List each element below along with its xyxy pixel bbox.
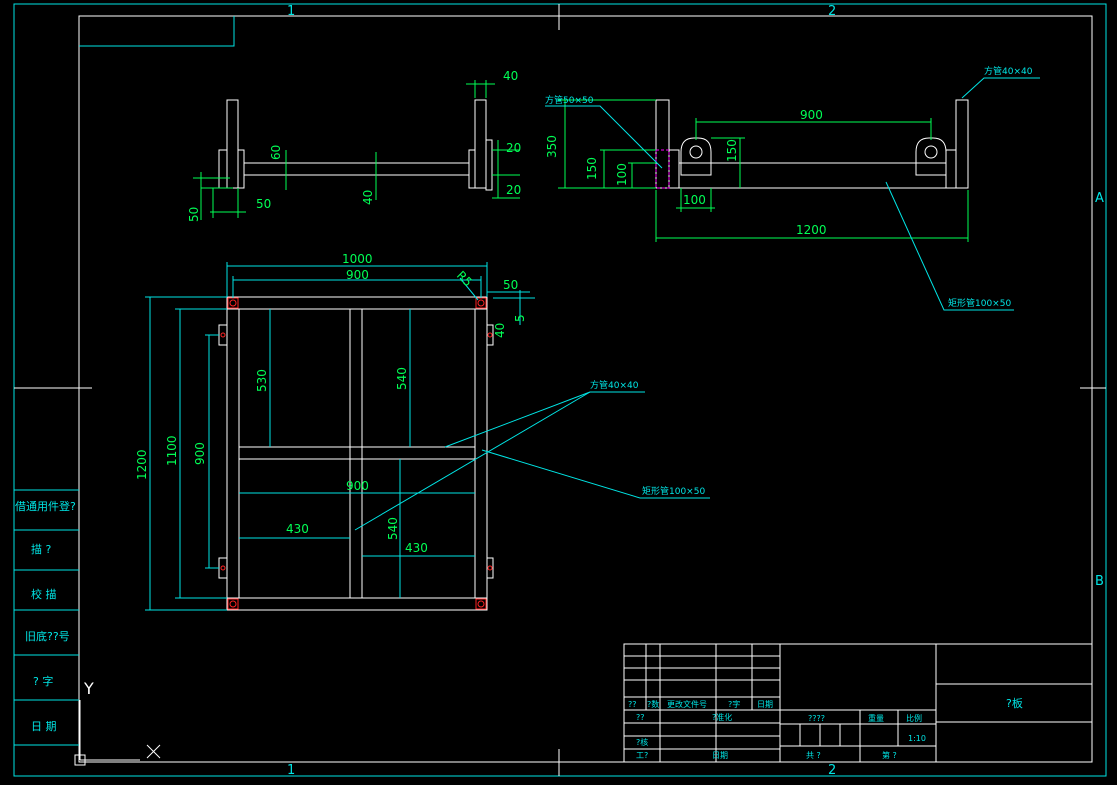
side-view-right-dims [558, 99, 969, 242]
dim-label: 100 [683, 193, 706, 207]
dim-label: 900 [346, 479, 369, 493]
ucs-icon [74, 700, 161, 766]
tb-cell: ?字 [728, 699, 740, 709]
zone-label-col2: 2 [828, 4, 836, 19]
dim-label: 150 [585, 157, 599, 180]
tb-cell: 重量 [868, 713, 884, 723]
zone-label-row-b: B [1095, 574, 1104, 589]
tb-cell: 第 ? [882, 750, 897, 760]
outer-border [13, 3, 1107, 777]
tb-cell: 比例 [906, 713, 922, 723]
tb-cell: 日期 [757, 700, 773, 709]
top-left-box [79, 16, 235, 47]
tb-cell: ?准化 [712, 712, 732, 722]
zone-label-col1-bottom: 1 [287, 763, 295, 778]
dim-label: 540 [386, 517, 400, 540]
tb-scale: 1:10 [908, 734, 926, 743]
dim-label: 40 [493, 323, 507, 338]
dim-label: 430 [286, 522, 309, 536]
tb-cell: 共 ? [806, 751, 821, 760]
dim-label: 900 [346, 268, 369, 282]
dim-label: 900 [193, 442, 207, 465]
tb-cell: 日期 [712, 751, 728, 760]
side-view-right-leaders [545, 77, 1040, 311]
side-view-right-hidden [655, 149, 670, 189]
dim-label: 60 [269, 145, 283, 160]
drawing-name: ?板 [1006, 696, 1023, 710]
callout-rect-tube: 矩形管100×50 [948, 297, 1011, 309]
dim-label: 350 [545, 135, 559, 158]
dim-label: 50 [256, 197, 271, 211]
dim-label: 40 [361, 190, 375, 205]
dim-label: 530 [255, 369, 269, 392]
dim-label: 40 [503, 69, 518, 83]
strip-row: 描 ? [31, 542, 51, 556]
tb-cell: ?? [628, 700, 637, 709]
zone-label-col2-bottom: 2 [828, 763, 836, 778]
strip-row: 日 期 [31, 720, 57, 733]
callout-square-tube-50: 方管50×50 [545, 94, 594, 106]
plan-view [218, 296, 494, 611]
zone-label-col1: 1 [287, 4, 295, 19]
dim-label: 430 [405, 541, 428, 555]
tb-cell: ?核 [636, 737, 648, 747]
dim-label: 100 [615, 163, 629, 186]
dim-label: 20 [506, 141, 521, 155]
dim-label: 150 [725, 139, 739, 162]
strip-row: 旧底??号 [25, 629, 70, 643]
plan-view-corner-markers [220, 297, 493, 610]
dim-label: 1100 [165, 435, 179, 466]
strip-row: 校 描 [31, 587, 57, 601]
tb-cell: 工? [636, 751, 648, 760]
dim-label: 540 [395, 367, 409, 390]
callout-rect-tube-plan: 矩形管100×50 [642, 485, 705, 497]
dim-label: 50 [503, 278, 518, 292]
title-block [623, 643, 1093, 763]
dim-label: 900 [800, 108, 823, 122]
dim-label: 5 [513, 314, 527, 322]
inner-border [78, 15, 1093, 763]
callout-square-tube-40: 方管40×40 [984, 65, 1033, 77]
tb-cell: 更改文件号 [667, 699, 707, 709]
dim-label: R5 [454, 268, 475, 289]
ucs-y-label: Y [83, 679, 94, 698]
left-info-strip [14, 489, 79, 746]
dim-label: 20 [506, 183, 521, 197]
zone-label-row-a: A [1095, 191, 1104, 206]
callout-square-tube-plan: 方管40×40 [590, 379, 639, 391]
plan-view-dims [145, 262, 710, 611]
dim-label: 50 [187, 207, 201, 222]
dim-label: 1000 [342, 252, 373, 266]
dim-label: 1200 [796, 223, 827, 237]
strip-row: 借通用件登? [15, 499, 76, 513]
dim-label: 1200 [135, 449, 149, 480]
tb-cell: ?? [636, 713, 645, 722]
tb-cell: ?数 [647, 699, 659, 709]
side-view-left [201, 99, 493, 191]
side-view-right [655, 99, 969, 189]
side-view-left-dims [193, 80, 520, 220]
tb-cell: ???? [808, 714, 825, 723]
strip-row: ? 字 [33, 674, 53, 688]
